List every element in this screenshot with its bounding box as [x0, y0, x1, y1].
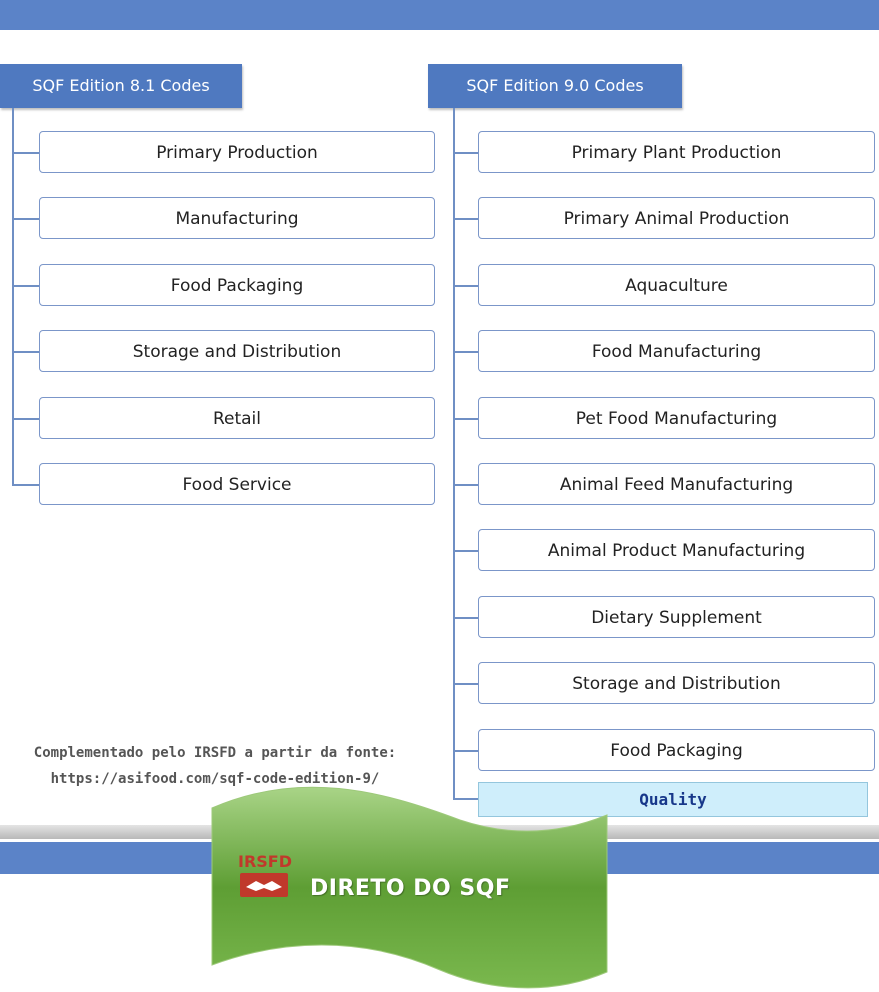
right-code-box: Dietary Supplement: [478, 595, 875, 638]
right-connector: [453, 417, 478, 420]
right-code-box: Food Packaging: [478, 728, 875, 771]
left-connector: [12, 284, 39, 287]
right-code-box: Aquaculture: [478, 263, 875, 306]
right-tree-line: [453, 108, 455, 798]
quality-box: Quality: [478, 782, 868, 817]
left-connector: [12, 484, 39, 486]
source-note-url: https://asifood.com/sqf-code-edition-9/: [50, 771, 380, 787]
left-code-box: Food Service: [39, 463, 435, 505]
left-code-box: Storage and Distribution: [39, 330, 435, 373]
right-connector: [453, 218, 478, 221]
right-code-box: Animal Product Manufacturing: [478, 529, 875, 572]
irsfd-logo: IRSFD: [238, 851, 293, 897]
right-connector: [453, 484, 478, 486]
right-code-box: Animal Feed Manufacturing: [478, 463, 875, 505]
right-code-box: Pet Food Manufacturing: [478, 396, 875, 439]
right-code-box: Food Manufacturing: [478, 330, 875, 373]
logo-text: IRSFD: [238, 852, 293, 871]
right-header: SQF Edition 9.0 Codes: [428, 64, 682, 108]
banner-title: DIRETO DO SQF: [310, 876, 511, 901]
right-code-box: Storage and Distribution: [478, 662, 875, 705]
left-code-box: Retail: [39, 396, 435, 439]
right-code-box: Primary Plant Production: [478, 131, 875, 173]
right-connector: [453, 351, 478, 354]
left-connector: [12, 218, 39, 221]
left-connector: [12, 351, 39, 354]
left-header: SQF Edition 8.1 Codes: [0, 64, 242, 108]
right-connector: [453, 152, 478, 154]
left-code-box: Manufacturing: [39, 197, 435, 240]
source-note: Complementado pelo IRSFD a partir da fon…: [30, 740, 400, 792]
right-connector: [453, 749, 478, 752]
left-code-box: Food Packaging: [39, 263, 435, 306]
right-connector: [453, 284, 478, 287]
left-code-box: Primary Production: [39, 131, 435, 173]
left-connector: [12, 152, 39, 154]
right-connector: [453, 683, 478, 686]
left-tree-line: [12, 108, 14, 486]
right-code-box: Primary Animal Production: [478, 197, 875, 240]
quality-connector: [453, 798, 478, 800]
left-connector: [12, 417, 39, 420]
right-connector: [453, 550, 478, 553]
handshake-icon: [240, 873, 288, 897]
source-note-line1: Complementado pelo IRSFD a partir da fon…: [33, 745, 397, 761]
right-connector: [453, 616, 478, 619]
top-bar: [0, 0, 879, 30]
